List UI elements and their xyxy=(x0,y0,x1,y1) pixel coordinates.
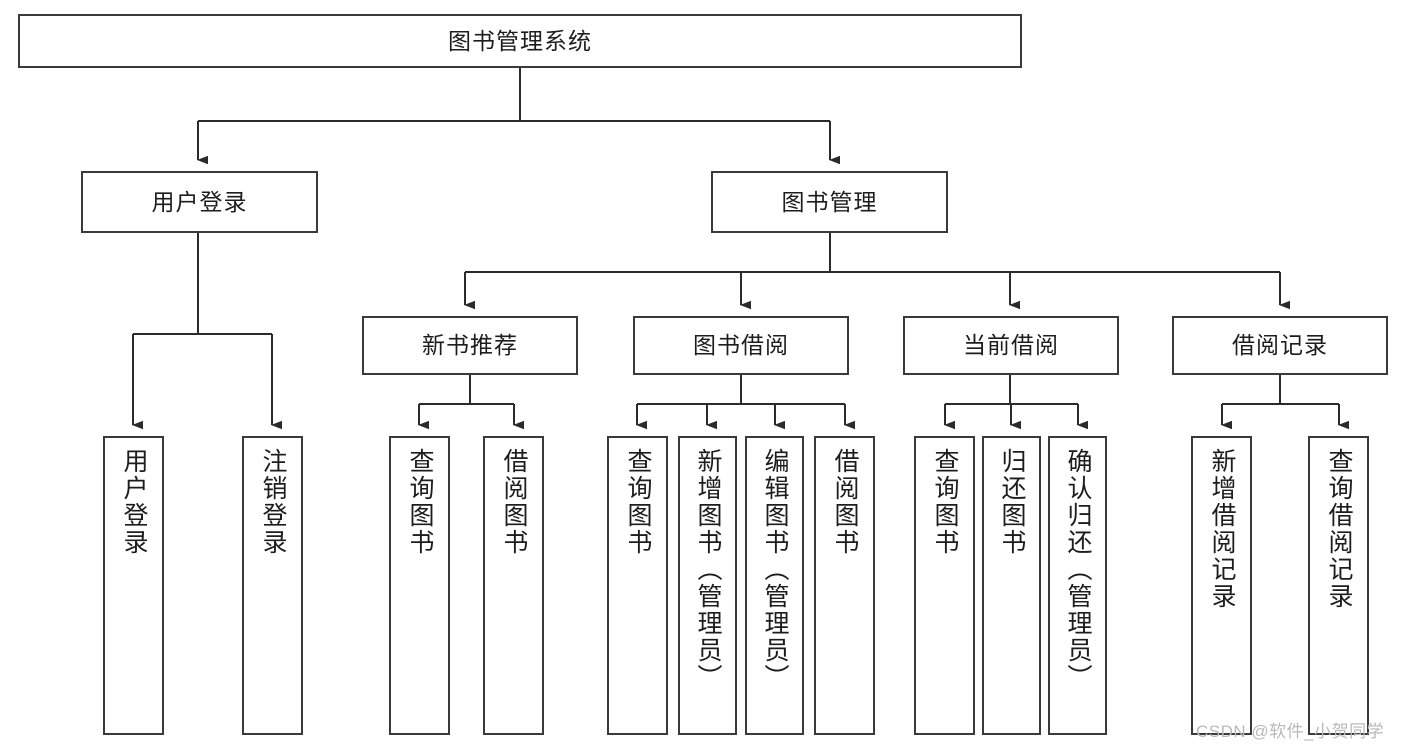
node-root-label: 图书管理系统 xyxy=(448,27,592,54)
leaf-query-book-current-label: 查询图书 xyxy=(931,448,959,556)
leaf-user-login[interactable]: 用户登录 xyxy=(103,436,164,735)
node-borrow-record-label: 借阅记录 xyxy=(1232,332,1328,359)
leaf-borrow-book-recommend[interactable]: 借阅图书 xyxy=(483,436,544,735)
leaf-add-borrow-record-label: 新增借阅记录 xyxy=(1208,448,1236,610)
node-new-book-recommend-label: 新书推荐 xyxy=(422,332,518,359)
leaf-add-book-admin[interactable]: 新增图书（管理员） xyxy=(678,436,737,735)
leaf-edit-book-admin[interactable]: 编辑图书（管理员） xyxy=(745,436,804,735)
leaf-confirm-return-admin[interactable]: 确认归还（管理员） xyxy=(1048,436,1107,735)
node-root[interactable]: 图书管理系统 xyxy=(18,14,1022,68)
node-user-login[interactable]: 用户登录 xyxy=(81,171,318,233)
leaf-return-book[interactable]: 归还图书 xyxy=(982,436,1041,735)
node-borrow-record[interactable]: 借阅记录 xyxy=(1172,316,1388,375)
leaf-query-book-borrow-label: 查询图书 xyxy=(624,448,652,556)
leaf-logout[interactable]: 注销登录 xyxy=(242,436,303,735)
leaf-borrow-book[interactable]: 借阅图书 xyxy=(814,436,875,735)
node-current-borrow[interactable]: 当前借阅 xyxy=(903,316,1119,375)
node-new-book-recommend[interactable]: 新书推荐 xyxy=(362,316,578,375)
node-book-management-label: 图书管理 xyxy=(781,188,878,215)
node-book-borrow-label: 图书借阅 xyxy=(693,332,789,359)
leaf-borrow-book-recommend-label: 借阅图书 xyxy=(500,448,528,556)
leaf-query-borrow-record-label: 查询借阅记录 xyxy=(1325,448,1353,610)
leaf-edit-book-admin-label: 编辑图书（管理员） xyxy=(761,448,789,691)
leaf-query-book-current[interactable]: 查询图书 xyxy=(914,436,975,735)
node-book-borrow[interactable]: 图书借阅 xyxy=(633,316,849,375)
leaf-borrow-book-label: 借阅图书 xyxy=(831,448,859,556)
leaf-return-book-label: 归还图书 xyxy=(998,448,1026,556)
leaf-query-borrow-record[interactable]: 查询借阅记录 xyxy=(1308,436,1369,735)
leaf-query-book-recommend-label: 查询图书 xyxy=(406,448,434,556)
leaf-query-book-borrow[interactable]: 查询图书 xyxy=(607,436,668,735)
leaf-user-login-label: 用户登录 xyxy=(120,448,148,556)
node-book-management[interactable]: 图书管理 xyxy=(711,171,948,233)
leaf-add-borrow-record[interactable]: 新增借阅记录 xyxy=(1191,436,1252,735)
leaf-logout-label: 注销登录 xyxy=(259,448,287,556)
leaf-add-book-admin-label: 新增图书（管理员） xyxy=(694,448,722,691)
csdn-watermark: CSDN @软件_小贺同学 xyxy=(1196,722,1385,741)
leaf-confirm-return-admin-label: 确认归还（管理员） xyxy=(1064,448,1092,691)
leaf-query-book-recommend[interactable]: 查询图书 xyxy=(389,436,450,735)
node-current-borrow-label: 当前借阅 xyxy=(963,332,1059,359)
node-user-login-label: 用户登录 xyxy=(151,188,248,215)
